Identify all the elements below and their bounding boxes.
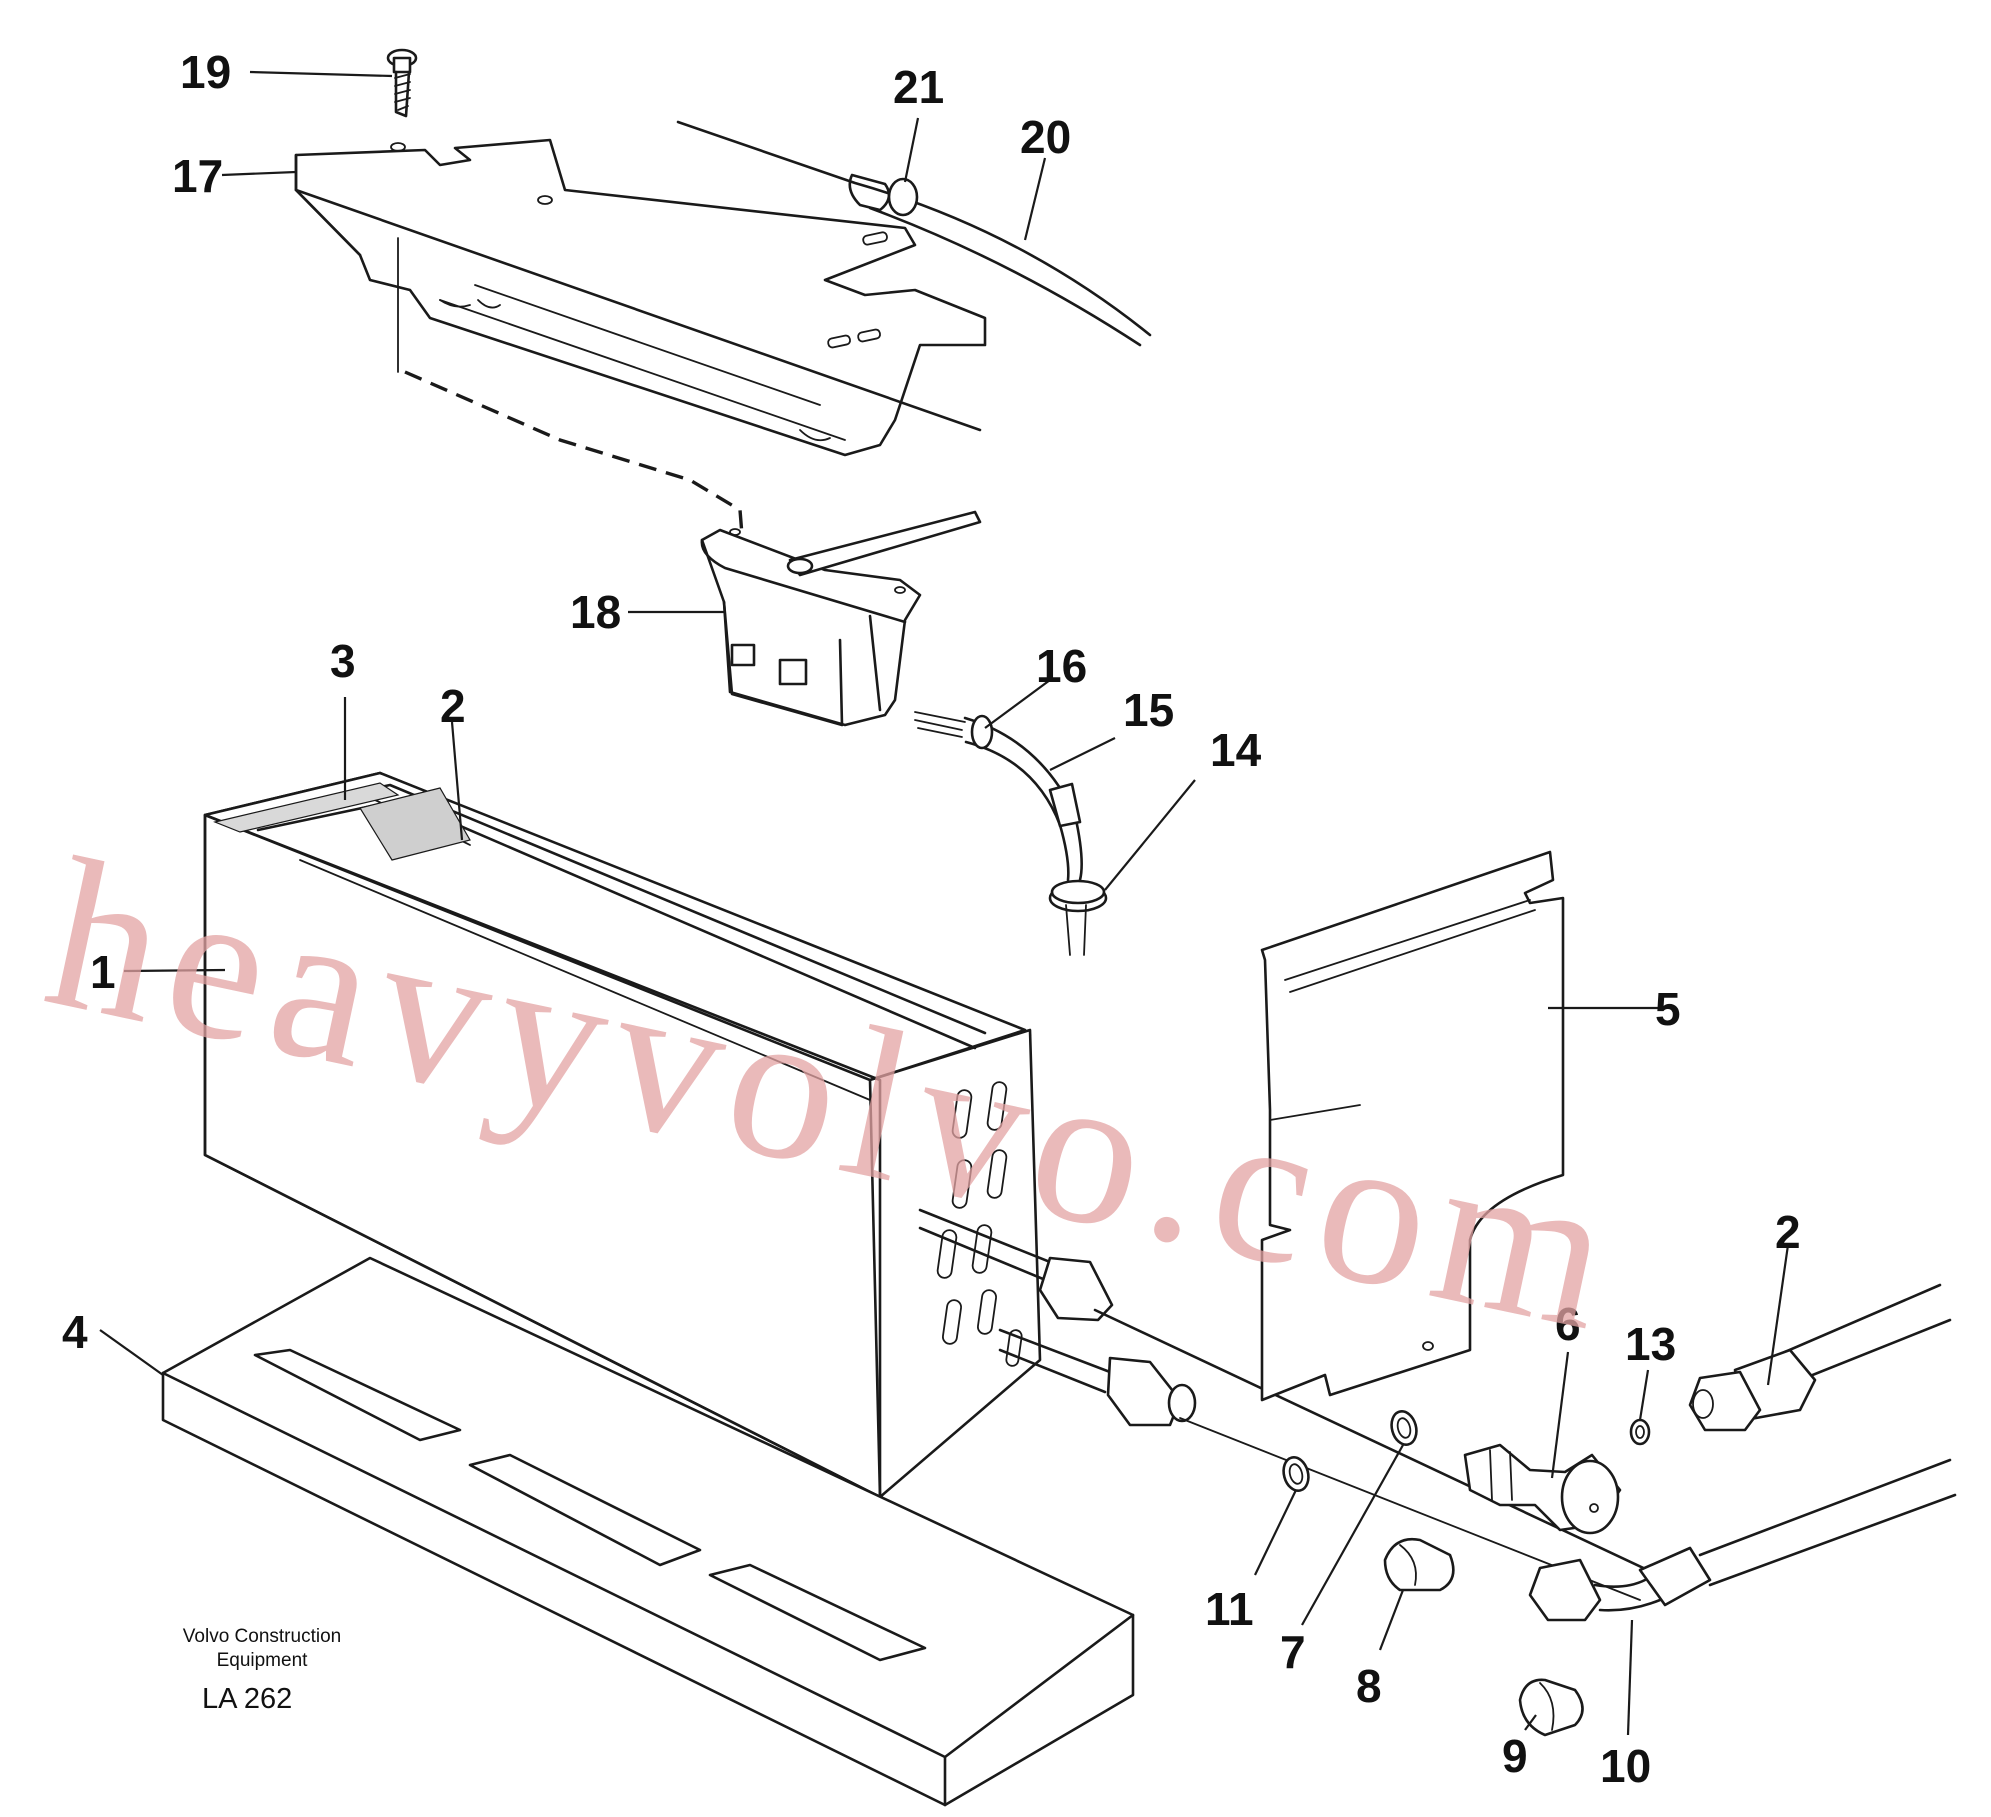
screw-part-19 [386, 48, 418, 118]
leader-lines [99, 70, 1790, 1736]
filter-strips-parts-2-3 [213, 782, 471, 861]
callout-21: 21 [893, 61, 944, 113]
switch-part-18 [700, 510, 982, 727]
callout-7: 7 [1280, 1626, 1306, 1678]
o-ring-part-13 [1629, 1418, 1651, 1446]
callout-16: 16 [1036, 640, 1087, 692]
cover-plate-part-5 [1260, 850, 1565, 1402]
caption-block: Volvo Construction Equipment LA 262 [183, 1626, 341, 1715]
callout-15: 15 [1123, 684, 1174, 736]
callout-10: 10 [1600, 1740, 1651, 1792]
callout-1: 1 [90, 946, 116, 998]
callout-labels: 19 17 21 20 18 16 15 14 3 2 1 5 2 4 6 13… [62, 46, 1801, 1792]
callout-13: 13 [1625, 1318, 1676, 1370]
callout-3: 3 [330, 635, 356, 687]
base-plate-part-4 [161, 1256, 1135, 1807]
callout-17: 17 [172, 150, 223, 202]
callout-20: 20 [1020, 111, 1071, 163]
callout-4: 4 [62, 1306, 88, 1358]
capillary-tube-parts-14-16 [914, 711, 1108, 956]
callout-14: 14 [1210, 724, 1262, 776]
cable-part-20 [676, 120, 1152, 347]
callout-18: 18 [570, 586, 621, 638]
assembly-dashed-line [404, 370, 744, 536]
sealing-rings-parts-7-11 [1282, 1409, 1418, 1493]
callout-11: 11 [1205, 1583, 1254, 1635]
callout-8: 8 [1356, 1660, 1382, 1712]
caption-illustration-code: LA 262 [202, 1683, 292, 1715]
clamps-parts-8-9 [1383, 1537, 1584, 1737]
bracket-part-17 [294, 138, 987, 457]
callout-19: 19 [180, 46, 231, 98]
callout-6: 6 [1555, 1298, 1581, 1350]
caption-manufacturer: Volvo Construction [183, 1626, 341, 1647]
callout-5: 5 [1655, 983, 1681, 1035]
hose-part-10 [1528, 1458, 1957, 1622]
valve-nipple-part-6 [1463, 1443, 1622, 1535]
callout-2-right: 2 [1775, 1206, 1801, 1258]
callout-2: 2 [440, 680, 466, 732]
callout-9: 9 [1502, 1730, 1528, 1782]
hose-part-12 [1688, 1283, 1952, 1432]
caption-manufacturer-line2: Equipment [217, 1650, 309, 1671]
